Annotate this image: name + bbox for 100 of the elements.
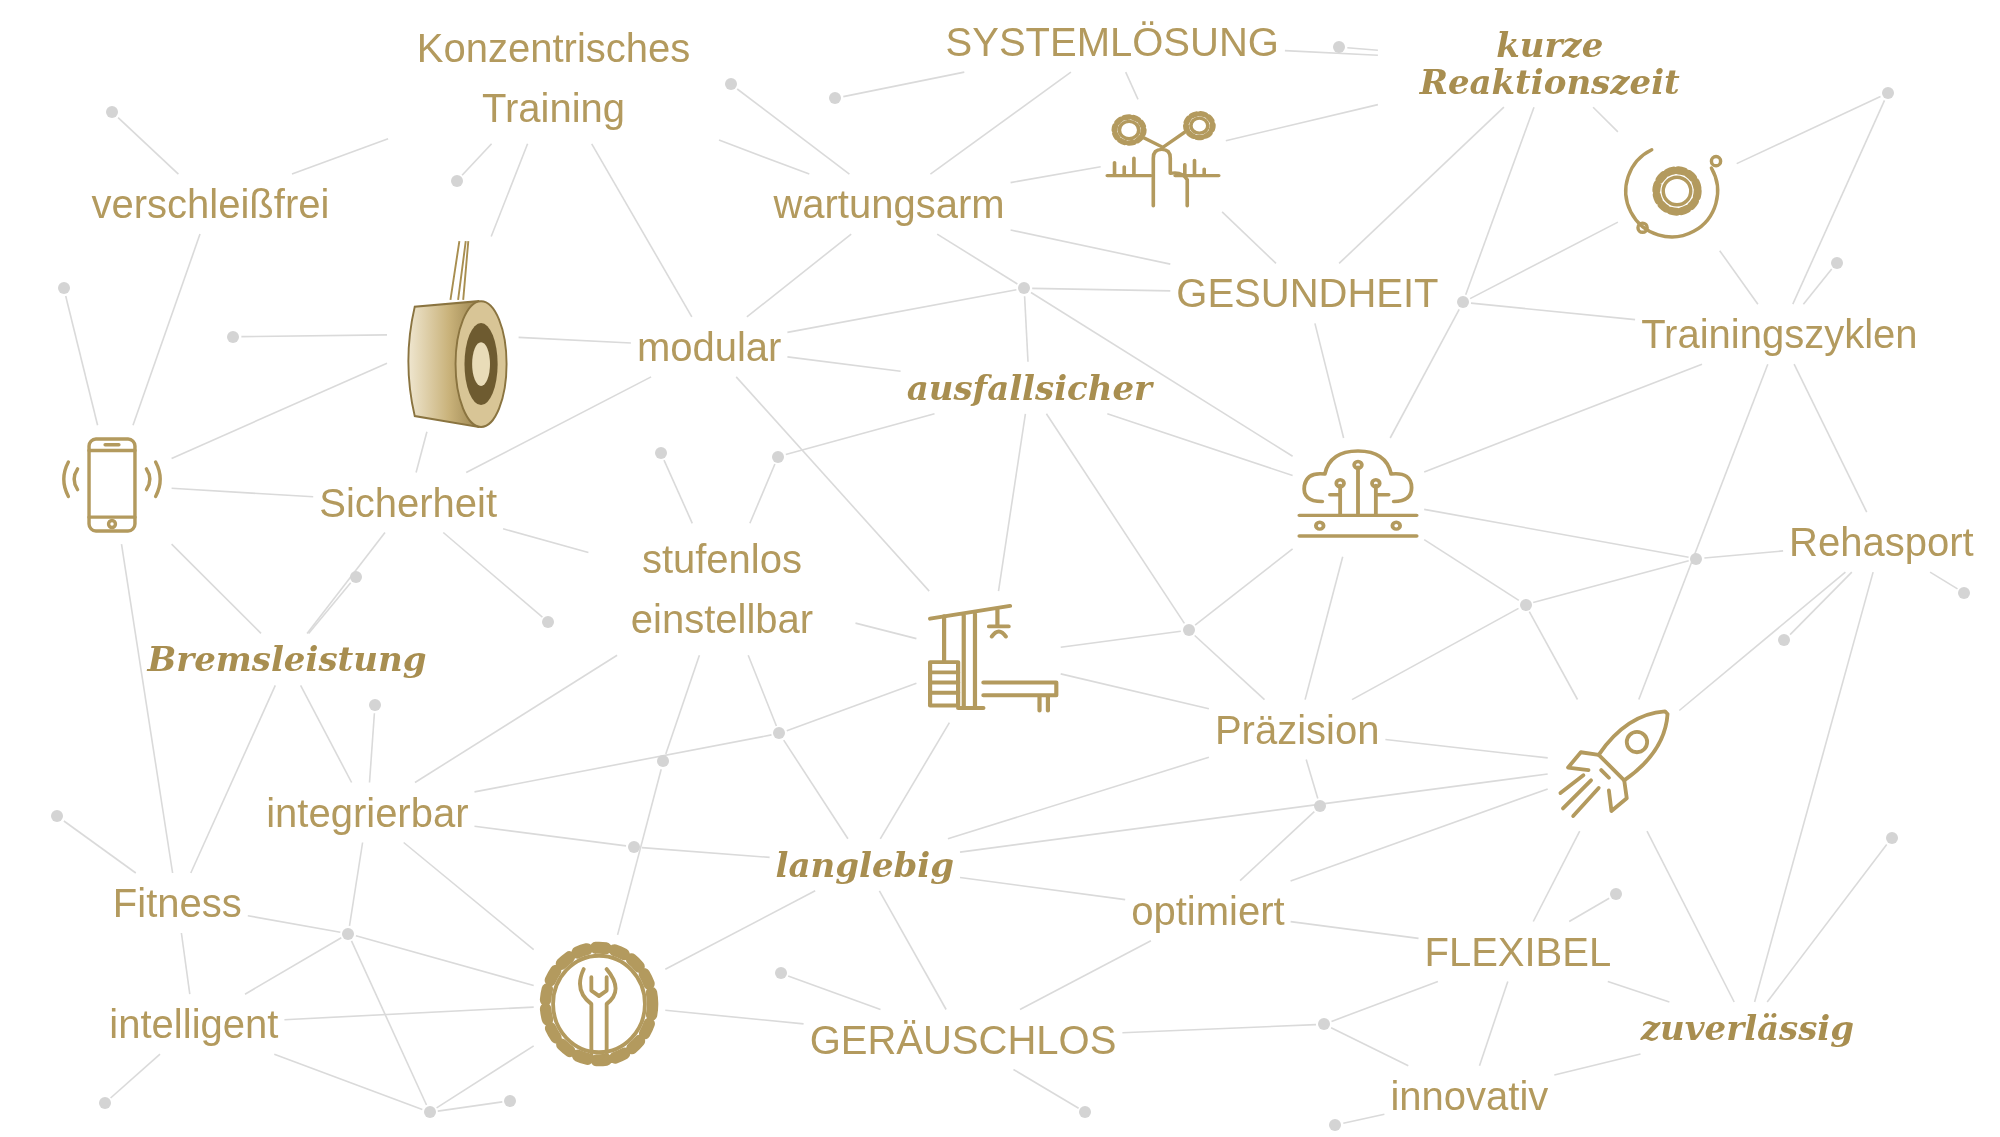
connector-line	[180, 932, 191, 995]
connector-line	[283, 1006, 535, 1021]
connector-line	[664, 1009, 805, 1025]
connector-line	[718, 139, 811, 175]
connector-line	[1059, 630, 1182, 648]
keyword-text: verschleißfrei	[91, 180, 330, 229]
connector-line	[736, 88, 851, 175]
connector-line	[947, 756, 1210, 840]
junction-dot	[1317, 1018, 1330, 1031]
connector-line	[1314, 322, 1345, 439]
connector-line	[1532, 830, 1581, 923]
junction-dot	[1778, 634, 1791, 647]
connector-line	[641, 846, 771, 859]
connector-line	[291, 137, 389, 175]
connector-line	[1284, 49, 1379, 56]
connector-line	[1718, 249, 1759, 305]
connector-line	[1121, 1023, 1317, 1034]
connector-line	[273, 1053, 424, 1111]
connector-line	[1568, 897, 1610, 923]
junction-dot	[724, 78, 737, 91]
junction-dot	[654, 446, 667, 459]
connector-line	[117, 116, 180, 175]
connector-line	[1193, 634, 1266, 701]
junction-dot	[1457, 296, 1469, 309]
connector-line	[665, 654, 701, 755]
connector-line	[1030, 291, 1294, 458]
junction-dot	[542, 616, 555, 629]
connector-line	[1124, 71, 1139, 101]
connector-line	[929, 71, 1072, 175]
connector-line	[355, 935, 535, 987]
connector-line	[1766, 843, 1888, 1003]
connector-line	[402, 841, 535, 951]
junction-dot	[504, 1094, 517, 1107]
connector-line	[1793, 363, 1868, 513]
connector-line	[749, 463, 776, 525]
connector-line	[1532, 559, 1690, 604]
connector-line	[473, 734, 773, 793]
keyword-text: zuverlässig	[1640, 1008, 1855, 1049]
connector-line	[1423, 538, 1520, 602]
keyword-text: kurze Reaktionszeit	[1383, 26, 1716, 102]
connector-line	[435, 1045, 535, 1109]
connector-line	[1225, 103, 1379, 142]
junction-dot	[1881, 87, 1894, 100]
connector-line	[442, 531, 544, 618]
junction-dot	[1830, 256, 1843, 269]
junction-dot	[1329, 1119, 1342, 1131]
connector-line	[1553, 1053, 1642, 1076]
connector-line	[735, 376, 930, 592]
junction-dot	[1690, 552, 1703, 565]
connector-line	[842, 71, 966, 98]
connector-line	[1346, 47, 1379, 51]
junction-dot	[423, 1106, 436, 1119]
connector-line	[1464, 106, 1535, 296]
connector-line	[1305, 758, 1319, 800]
connector-line	[109, 1053, 161, 1099]
connector-line	[1678, 571, 1847, 712]
connector-line	[1330, 980, 1439, 1023]
connector-line	[1019, 939, 1152, 1011]
connector-line	[664, 890, 816, 971]
keyword-text: Konzentrisches Training	[394, 17, 713, 138]
connector-line	[1470, 302, 1636, 321]
connector-line	[1929, 571, 1959, 590]
connector-line	[1703, 550, 1784, 559]
connector-line	[1792, 99, 1886, 305]
connector-line	[1384, 738, 1549, 759]
connector-line	[247, 914, 342, 934]
connector-line	[350, 940, 428, 1106]
junction-dot	[342, 927, 355, 940]
connector-line	[1423, 363, 1703, 473]
connector-line	[1735, 95, 1882, 165]
keyword-text: wartungsarm	[773, 180, 1005, 229]
connector-line	[936, 233, 1019, 285]
keyword-text: modular	[636, 322, 782, 371]
junction-dot	[1182, 624, 1195, 637]
junction-dot	[369, 699, 381, 712]
keyword-text: SYSTEMLÖSUNG	[945, 18, 1279, 67]
keyword-text: stufenlos einstellbar	[594, 529, 850, 650]
connector-line	[1389, 308, 1460, 439]
connector-line	[1045, 413, 1186, 625]
connector-line	[517, 336, 632, 344]
junction-dot	[1333, 41, 1346, 54]
connector-line	[502, 528, 590, 554]
connector-line	[465, 376, 652, 474]
keyword-text: Fitness	[112, 879, 242, 928]
connector-line	[1059, 673, 1210, 710]
connector-line	[1009, 165, 1102, 184]
junction-dot	[51, 810, 64, 823]
junction-dot	[1610, 888, 1623, 901]
connector-line	[1753, 571, 1874, 1003]
junction-dot	[773, 727, 786, 740]
junction-dot	[1519, 598, 1532, 611]
keyword-text: langlebig	[775, 844, 954, 885]
connector-line	[1789, 571, 1853, 636]
connector-line	[997, 413, 1027, 592]
connector-line	[414, 654, 618, 784]
connector-line	[1528, 610, 1579, 701]
connector-line	[1009, 229, 1172, 265]
connector-line	[1646, 830, 1735, 1003]
junction-dot	[98, 1097, 111, 1110]
connector-line	[1638, 363, 1769, 701]
